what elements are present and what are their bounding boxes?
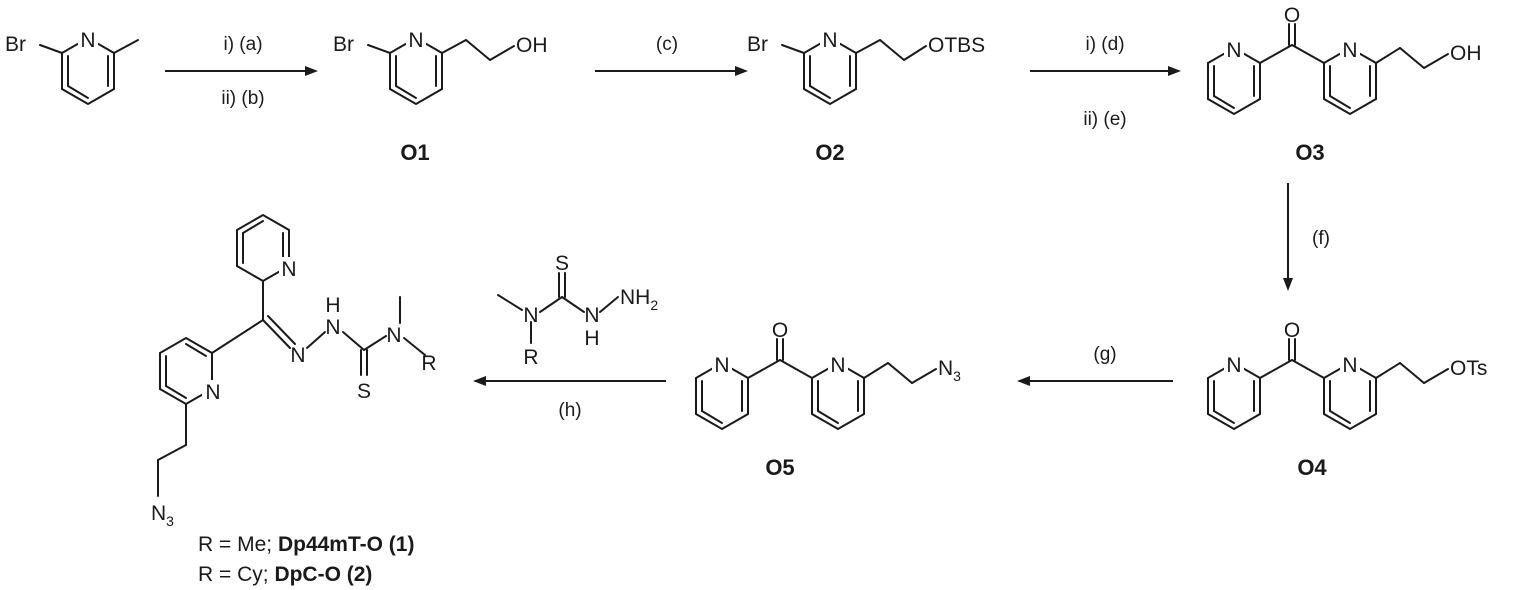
bromine-atom: Br: [747, 33, 768, 56]
condition-step6: (h): [558, 400, 581, 421]
amine-nitrogen: N: [523, 304, 538, 327]
compound-o3: N N O OH O3: [1207, 4, 1482, 165]
nitrogen-atom: N: [1226, 354, 1241, 377]
amide-nitrogen: N: [386, 324, 401, 347]
hydrazone-nitrogen: N: [325, 316, 340, 339]
condition-step2: (c): [656, 34, 678, 55]
compound-label-o2: O2: [815, 140, 844, 165]
compound-label-o3: O3: [1295, 140, 1324, 165]
hydroxyl-group: OH: [516, 34, 548, 57]
hydroxyl-group: OH: [1450, 42, 1482, 65]
reaction-arrow-step2: (c): [595, 34, 748, 76]
r-substituent: R: [421, 352, 436, 375]
compound-o2: N Br OTBS O2: [747, 28, 985, 165]
bromine-atom: Br: [333, 33, 354, 56]
final-product-thiosemicarbazone: N N N3 N N H S N R: [151, 213, 437, 529]
ots-group: OTs: [1450, 357, 1487, 380]
compound-o1: N Br OH O1: [333, 28, 548, 165]
hydrogen-atom: H: [325, 294, 340, 317]
nitrogen-atom: N: [1342, 354, 1357, 377]
nitrogen-atom: N: [1226, 39, 1241, 62]
bromine-atom: Br: [5, 33, 26, 56]
nitrogen-atom: N: [408, 29, 423, 52]
imine-nitrogen: N: [290, 344, 305, 367]
condition-step5: (g): [1093, 344, 1116, 365]
carbonyl-oxygen: O: [1284, 319, 1300, 342]
compound-o5: N N O N3 O5: [695, 319, 961, 480]
nitrogen-atom: N: [80, 29, 95, 52]
nitrogen-atom: N: [205, 381, 220, 404]
product-definitions: R = Me; Dp44mT-O (1) R = Cy; DpC-O (2): [198, 533, 414, 586]
azide-group: N3: [938, 357, 961, 384]
starting-material-2-bromo-6-methylpyridine: N Br: [5, 28, 139, 106]
reaction-arrow-step5: (g): [1017, 344, 1173, 386]
reaction-arrow-step4: (f): [1283, 183, 1330, 291]
reaction-arrow-step6: (h): [473, 376, 666, 421]
nitrogen-atom: N: [281, 258, 296, 281]
condition-step4: (f): [1312, 228, 1330, 249]
reaction-arrow-step1: i) (a) ii) (b): [165, 34, 318, 109]
compound-label-o5: O5: [765, 455, 794, 480]
condition-step1-ii: ii) (b): [221, 88, 264, 109]
hydrogen-atom: H: [584, 327, 599, 350]
compound-label-o1: O1: [400, 140, 429, 165]
azide-group: N3: [151, 502, 174, 529]
sulfur-atom: S: [357, 380, 371, 403]
carbonyl-oxygen: O: [772, 319, 788, 342]
product-1-definition: R = Me; Dp44mT-O (1): [198, 533, 414, 556]
nitrogen-atom: N: [714, 354, 729, 377]
compound-o4: N N O OTs O4: [1207, 319, 1487, 480]
condition-step3-i: i) (d): [1085, 34, 1124, 55]
compound-label-o4: O4: [1297, 455, 1327, 480]
nitrogen-atom: N: [830, 354, 845, 377]
r-substituent: R: [523, 346, 538, 369]
otbs-group: OTBS: [928, 34, 985, 57]
condition-step3-ii: ii) (e): [1083, 109, 1126, 130]
nitrogen-atom: N: [1342, 39, 1357, 62]
amino-group: NH2: [620, 286, 658, 313]
sulfur-atom: S: [555, 252, 569, 275]
reagent-thiosemicarbazide: N R S N H NH2: [497, 252, 658, 369]
nitrogen-atom: N: [822, 29, 837, 52]
condition-step1-i: i) (a): [223, 34, 262, 55]
product-2-definition: R = Cy; DpC-O (2): [198, 563, 372, 586]
carbonyl-oxygen: O: [1284, 4, 1300, 27]
reaction-arrow-step3: i) (d) ii) (e): [1030, 34, 1181, 130]
hydrazine-nitrogen: N: [584, 304, 599, 327]
